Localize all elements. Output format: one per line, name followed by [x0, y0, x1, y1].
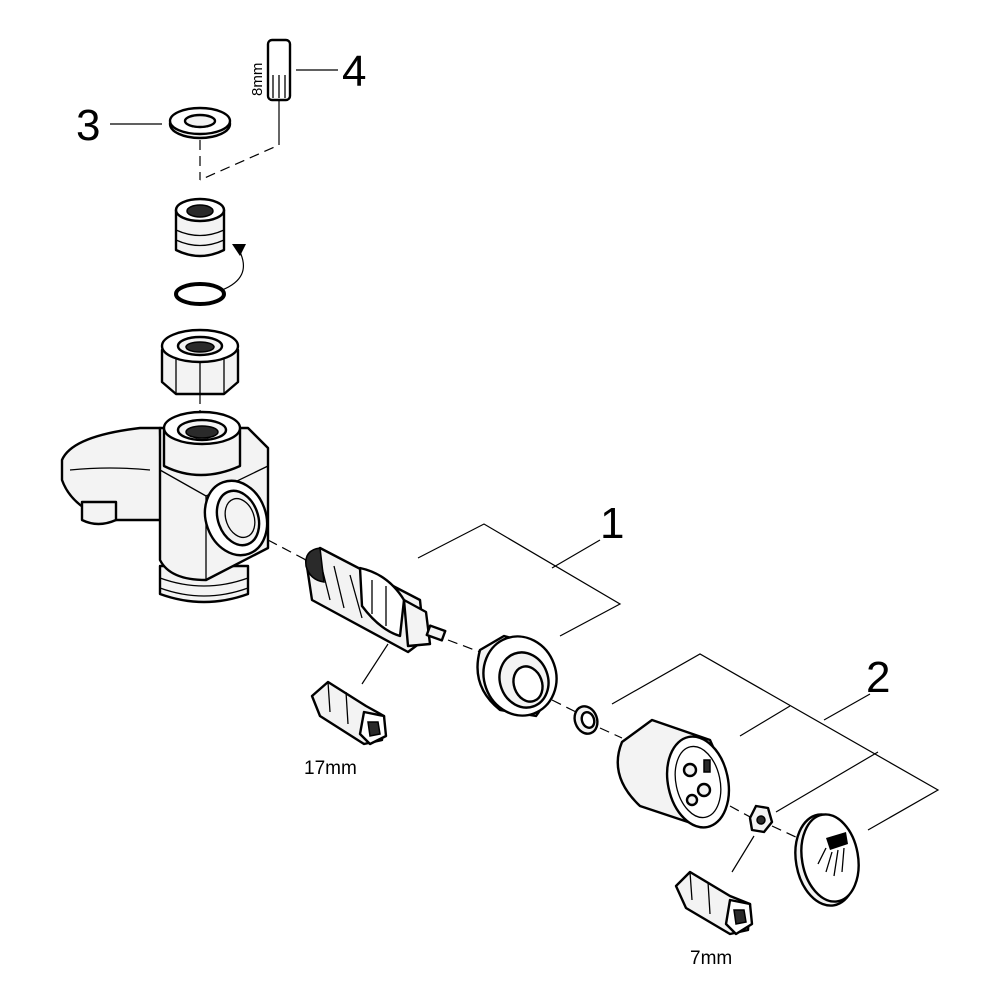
callout-1: 1 [600, 499, 624, 548]
wrench-17-leader [361, 643, 389, 685]
callout-2: 2 [866, 653, 890, 702]
assembly-line-to-cap [771, 825, 799, 839]
assembly-line-to-handle [599, 727, 623, 739]
callout-2-bracket [611, 653, 940, 831]
callout-4: 4 [342, 47, 366, 96]
hex-key-size-label: 8mm [249, 63, 266, 96]
adapter-nipple [174, 197, 226, 258]
stop-sleeve [476, 634, 558, 718]
hex-socket-17mm [310, 680, 388, 746]
control-handle [616, 718, 731, 829]
assembly-line-to-sleeve [447, 639, 481, 653]
rotation-arrow-icon [221, 244, 246, 291]
shower-icon [817, 832, 848, 877]
union-nut [160, 328, 240, 396]
wrench-7-leader [731, 835, 755, 873]
thermostatic-cartridge [304, 546, 447, 654]
assembly-line-cartridge [267, 539, 307, 561]
socket-17mm-label: 17mm [304, 758, 357, 779]
o-ring [174, 282, 226, 306]
cover-cap [794, 813, 860, 907]
flat-washer [168, 106, 232, 140]
small-hex-nut [748, 804, 774, 834]
callout-1-bracket [417, 523, 622, 637]
callout-1-leader [551, 539, 601, 569]
callout-2-leader [823, 693, 871, 721]
hex-key-8mm [266, 38, 292, 135]
hex-socket-7mm [674, 870, 754, 936]
small-washer [573, 705, 599, 735]
callout-3: 3 [76, 101, 100, 150]
assembly-line-to-nut [729, 805, 753, 819]
assembly-line-to-washer [551, 699, 577, 713]
assembly-line-top [199, 135, 280, 181]
valve-body [60, 410, 270, 604]
socket-7mm-label: 7mm [690, 948, 732, 969]
